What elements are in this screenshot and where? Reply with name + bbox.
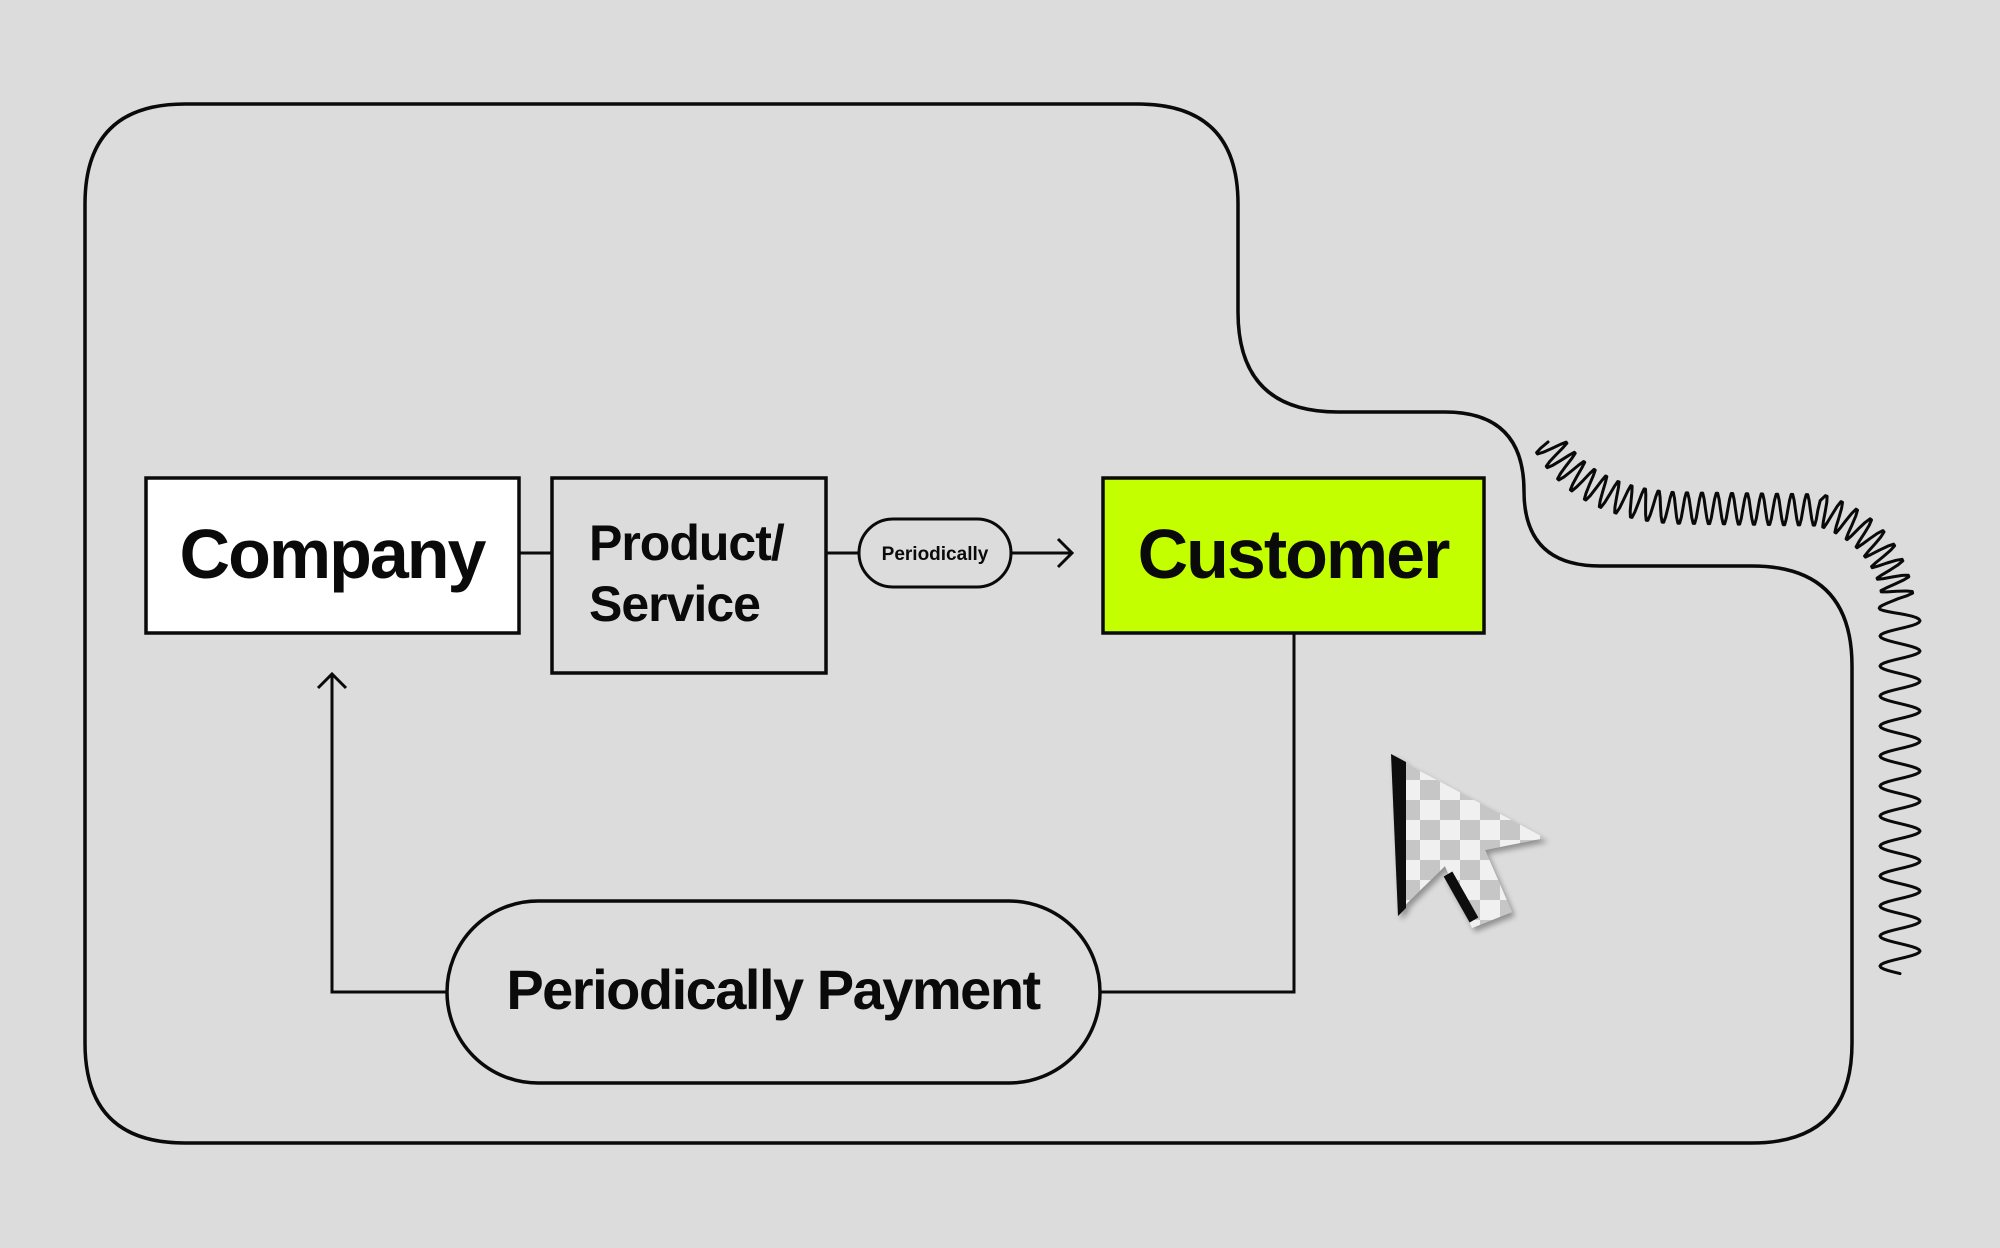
pill-customer-arrow	[1011, 537, 1075, 569]
customer-node: Customer	[1101, 476, 1486, 635]
periodically-pill: Periodically	[857, 517, 1013, 589]
spring-coil-decoration	[1535, 440, 1922, 976]
payment-to-company-arrow	[316, 671, 447, 994]
periodically-pill-label: Periodically	[882, 544, 989, 565]
company-node: Company	[144, 476, 521, 635]
periodically-payment-pill: Periodically Payment	[445, 899, 1102, 1085]
product-service-node: Product/ Service	[550, 476, 828, 675]
company-label: Company	[180, 515, 487, 593]
customer-label: Customer	[1138, 515, 1450, 593]
periodically-payment-label: Periodically Payment	[506, 958, 1040, 1021]
customer-to-payment-connector	[1100, 633, 1296, 994]
product-label-line2: Service	[589, 576, 760, 632]
arrow-cursor-icon	[1391, 754, 1545, 928]
outer-frame	[83, 102, 1854, 1145]
product-label-line1: Product/	[589, 515, 785, 571]
